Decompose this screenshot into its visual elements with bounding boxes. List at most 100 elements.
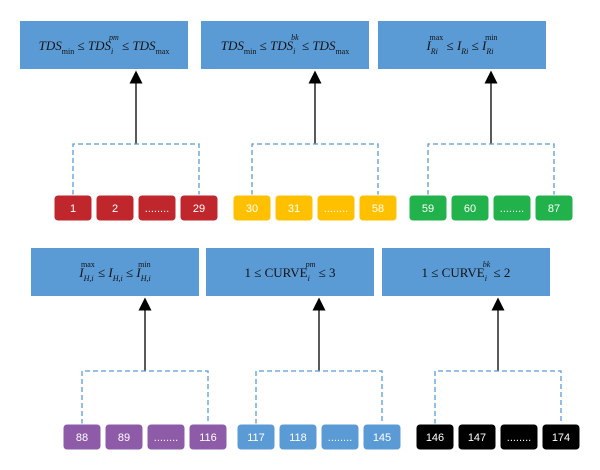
- index-cell: [320, 423, 360, 451]
- index-cell-label: ........: [154, 432, 178, 444]
- formula-part: i: [485, 274, 487, 283]
- index-cell-label: 29: [193, 203, 205, 215]
- index-cell: [457, 423, 497, 451]
- formula-part: TDS: [88, 38, 112, 53]
- index-cell-label: 147: [468, 432, 486, 444]
- constraint-box: [31, 248, 199, 296]
- index-cell-label: 60: [464, 203, 476, 215]
- index-cell-label: ........: [145, 203, 169, 215]
- constraint-box: [20, 21, 188, 69]
- formula-part: ≤ 3: [315, 265, 335, 280]
- index-cell: [53, 194, 93, 222]
- formula-part: i: [111, 47, 113, 56]
- constraint-box: [206, 248, 374, 296]
- index-cell-label: 89: [118, 432, 130, 444]
- dashed-bracket: [251, 143, 379, 195]
- index-cell: [408, 194, 448, 222]
- formula-part: i: [293, 47, 295, 56]
- index-cell-label: 1: [70, 203, 76, 215]
- index-cell-label: 58: [372, 203, 384, 215]
- formula-part: i: [308, 274, 310, 283]
- index-cell: [358, 194, 398, 222]
- constraint-formula: 1 ≤ CURVEipm ≤ 3: [244, 260, 335, 283]
- formula-part: H,i: [83, 274, 94, 283]
- formula-part: ≤: [74, 38, 88, 53]
- index-cell-label: 117: [247, 432, 265, 444]
- formula-part: max: [430, 33, 444, 42]
- formula-part: min: [138, 260, 150, 269]
- index-cell-label: ........: [500, 203, 524, 215]
- index-cell-label: ........: [328, 432, 352, 444]
- constraint-box: [378, 21, 546, 69]
- formula-part: max: [156, 47, 170, 56]
- formula-part: pm: [305, 260, 316, 269]
- formula-part: I: [425, 38, 431, 53]
- constraint-formula: 1 ≤ CURVEibk ≤ 2: [422, 260, 511, 283]
- index-cell-label: 174: [552, 432, 570, 444]
- index-cell: [499, 423, 539, 451]
- formula-part: min: [62, 47, 74, 56]
- formula-part: I: [78, 265, 84, 280]
- formula-part: I: [481, 38, 487, 53]
- index-cell: [188, 423, 228, 451]
- index-cell: [450, 194, 490, 222]
- index-cell-label: 87: [548, 203, 560, 215]
- index-cell-label: ........: [324, 203, 348, 215]
- constraint-box: [201, 21, 369, 69]
- formula-part: ≤: [443, 38, 457, 53]
- index-cell: [104, 423, 144, 451]
- index-cell: [541, 423, 581, 451]
- formula-part: TDS: [221, 38, 245, 53]
- index-cell-label: 31: [288, 203, 300, 215]
- formula-part: 1 ≤ CURVE: [422, 265, 485, 280]
- constraint-formula: IRimax ≤ IRi ≤ IRimin: [425, 33, 497, 56]
- index-cell-label: 145: [373, 432, 391, 444]
- constraint-formula: IH,imax ≤ IH,i ≤ IH,imin: [78, 260, 150, 283]
- formula-part: H,i: [140, 274, 151, 283]
- formula-part: Ri: [430, 47, 438, 56]
- formula-part: min: [485, 33, 497, 42]
- index-cell: [62, 423, 102, 451]
- dashed-bracket: [255, 370, 383, 424]
- formula-part: I: [135, 265, 141, 280]
- constraint-box: [382, 248, 550, 296]
- index-cell: [232, 194, 272, 222]
- formula-part: Ri: [460, 47, 468, 56]
- formula-part: TDS: [312, 38, 336, 53]
- index-cell: [146, 423, 186, 451]
- index-cell: [274, 194, 314, 222]
- dashed-bracket: [72, 143, 200, 195]
- index-cell: [534, 194, 574, 222]
- formula-part: ≤: [256, 38, 270, 53]
- formula-part: pm: [108, 33, 119, 42]
- formula-part: max: [81, 260, 95, 269]
- formula-part: I: [107, 265, 113, 280]
- formula-part: TDS: [132, 38, 156, 53]
- formula-part: bk: [291, 33, 299, 42]
- dashed-bracket: [427, 143, 555, 195]
- formula-part: ≤ 2: [490, 265, 510, 280]
- formula-part: max: [335, 47, 349, 56]
- index-cell: [236, 423, 276, 451]
- formula-part: I: [456, 38, 462, 53]
- index-cell-label: 2: [112, 203, 118, 215]
- formula-part: H,i: [112, 274, 123, 283]
- index-cell-label: 88: [76, 432, 88, 444]
- index-cell: [137, 194, 177, 222]
- index-cell-label: ........: [507, 432, 531, 444]
- index-cell-label: 118: [289, 432, 307, 444]
- formula-part: TDS: [270, 38, 294, 53]
- constraint-formula: TDSmin ≤ TDSipm ≤ TDSmax: [39, 33, 170, 56]
- index-cell-label: 30: [246, 203, 258, 215]
- index-cell: [95, 194, 135, 222]
- formula-part: ≤: [119, 38, 133, 53]
- index-cell-label: 59: [422, 203, 434, 215]
- formula-part: min: [244, 47, 256, 56]
- dashed-bracket: [81, 370, 209, 424]
